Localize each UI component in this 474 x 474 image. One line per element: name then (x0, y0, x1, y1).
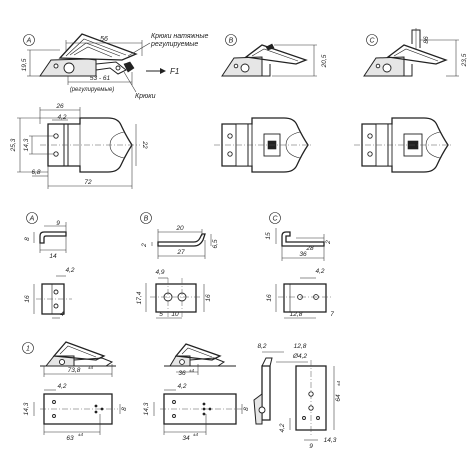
dim-bottom-34: 34 (182, 435, 190, 442)
dim-plan-6-8: 6,8 (31, 169, 40, 176)
dim-plan-72: 72 (84, 179, 92, 186)
dim-bottom-36-tol: ±4 (189, 368, 194, 373)
dim-height-23-5-c: 23,5 (461, 53, 468, 67)
dim-hook-b-6-5: 6,5 (212, 239, 219, 248)
variant-c-label: C (369, 38, 375, 45)
dim-hook-b-10: 10 (171, 311, 179, 318)
hook-variant-a: A 9 8 14 4,2 16 4 (24, 212, 75, 319)
dim-height-19-5: 19,5 (21, 58, 28, 71)
dim-hook-a-16: 16 (24, 295, 31, 303)
dim-hook-c-28: 28 (305, 245, 314, 252)
dim-hook-c-36: 36 (299, 251, 307, 258)
dim-bottom-a-4-2: 4,2 (57, 383, 66, 390)
plan-view-variant-c (354, 117, 452, 173)
dim-bottom-73-8-tol: ±4 (88, 365, 93, 370)
dim-bottom-c-64: 64 (335, 394, 342, 402)
dim-hook-c-7: 7 (330, 311, 334, 318)
dim-bottom-a-8: 8 (121, 407, 128, 411)
dim-range-53-61: 53 - 61 (90, 75, 111, 82)
dim-hook-a-14: 14 (49, 253, 57, 260)
side-view-variant-a: A 56 19,5 53 - 61 (регулируемые) Крюки н… (21, 33, 208, 100)
dim-hook-b-5: 5 (159, 311, 163, 318)
dim-hook-b-17-4: 17,4 (136, 291, 143, 304)
dim-plan-22: 22 (141, 140, 148, 149)
dim-bottom-73-8: 73,8 (68, 367, 81, 374)
label-adjustable: (регулируемые) (70, 87, 115, 93)
dim-plan-25-3: 25,3 (10, 138, 17, 152)
hook-b-label: B (144, 216, 149, 223)
angle-bracket-views: 8,2 12,8 Ø4,2 64 ±4 4,2 9 14,3 (253, 343, 342, 450)
label-hooks-tension-line2: регулируемые (150, 41, 198, 48)
label-force-f1: F1 (170, 67, 179, 76)
hook-variant-b: B 20 2 27 6,5 4,9 17,4 16 5 10 (136, 212, 219, 319)
dim-hook-c-16: 16 (266, 294, 273, 302)
variant-1-label: 1 (26, 346, 30, 353)
dim-plan-26: 26 (55, 103, 64, 110)
dim-hook-c-12-8: 12,8 (290, 311, 303, 318)
dim-bottom-b-4-2: 4,2 (177, 383, 186, 390)
dim-bottom-63: 63 (66, 435, 74, 442)
dim-hook-b-16: 16 (205, 294, 212, 302)
dim-bottom-b-8: 8 (243, 407, 250, 411)
side-view-variant-c: C 86 23,5 (363, 28, 468, 77)
variant-a-label: A (26, 38, 32, 45)
side-view-compact: 36 ±4 14,3 4,2 8 34 ±4 (143, 343, 250, 442)
dim-bottom-c-8-2: 8,2 (257, 343, 266, 350)
dim-bottom-b-14-3: 14,3 (143, 402, 150, 415)
hook-c-label: C (272, 216, 278, 223)
dim-hook-c-2: 2 (325, 240, 332, 245)
dim-bottom-c-phi-4-2: Ø4,2 (292, 353, 307, 360)
dim-bottom-36: 36 (178, 370, 186, 377)
plan-view-variant-b (214, 117, 312, 173)
side-view-variant-1: 1 73,8 ±4 4,2 14,3 8 63 ±4 (22, 341, 128, 442)
label-hooks: Крюки (135, 93, 156, 100)
dim-hook-a-8: 8 (24, 237, 31, 241)
dim-bottom-34-tol: ±4 (193, 432, 198, 437)
dim-hook-b-27: 27 (176, 249, 185, 256)
dim-plan-14-3: 14,3 (23, 138, 30, 151)
dim-bottom-c-9: 9 (309, 443, 313, 450)
dim-bottom-c-64-tol: ±4 (336, 381, 341, 386)
variant-b-label: B (229, 38, 234, 45)
hook-a-label: A (29, 216, 35, 223)
dim-height-20-5-b: 20,5 (321, 54, 328, 68)
dim-hook-b-20: 20 (175, 225, 184, 232)
dim-plan-4-2: 4,2 (57, 114, 66, 121)
dim-hook-a-4-2: 4,2 (65, 267, 74, 274)
dim-bottom-c-14-3: 14,3 (324, 437, 337, 444)
dim-bottom-c-4-2: 4,2 (279, 423, 286, 432)
plan-view-variant-a: 26 4,2 25,3 14,3 22 6,8 72 (10, 103, 148, 189)
dim-length-56: 56 (100, 36, 108, 43)
dim-hook-a-4: 4 (60, 311, 64, 318)
hook-variant-c: C 15 2 28 36 4,2 16 12,8 7 (265, 212, 334, 319)
dim-hook-c-4-2: 4,2 (315, 268, 324, 275)
dim-hook-b-2: 2 (141, 243, 148, 248)
dim-hook-a-9: 9 (56, 220, 60, 227)
dim-bottom-a-14-3: 14,3 (23, 402, 30, 415)
dim-hook-c-15: 15 (265, 232, 272, 240)
dim-bottom-63-tol: ±4 (78, 432, 83, 437)
dim-bottom-c-12-8: 12,8 (294, 343, 307, 350)
side-view-variant-b: B 20,5 (221, 34, 328, 77)
label-hooks-tension-line1: Крюки натяжные (151, 33, 208, 40)
dim-hook-b-4-9: 4,9 (155, 269, 164, 276)
